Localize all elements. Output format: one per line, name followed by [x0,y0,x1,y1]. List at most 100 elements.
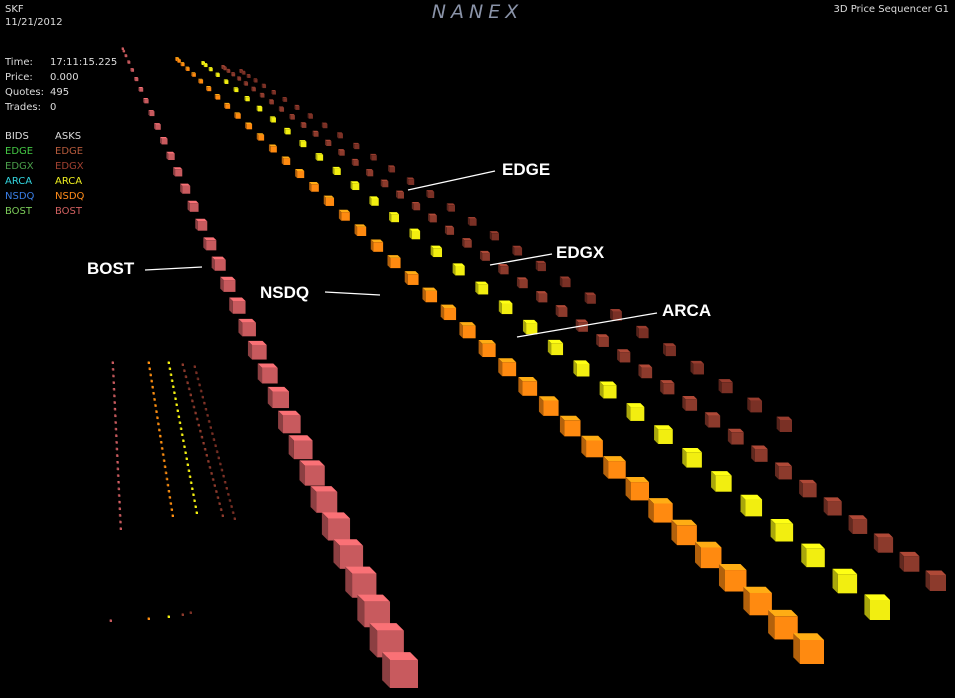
bost-cube [122,49,126,53]
arca-cube [332,166,341,175]
distant-cube [114,427,118,431]
distant-cube [111,361,114,364]
distant-cube [165,477,169,481]
edge-cube [236,76,242,81]
distant-cube [111,368,115,371]
distant-cube [119,527,122,530]
arca-cube [522,319,538,335]
distant-cube [167,615,170,618]
distant-cube [157,422,160,426]
arca-cube [626,403,645,421]
distant-cube [153,398,156,401]
edge-cube [682,396,698,411]
distant-cube [203,401,206,405]
arca-cube [215,72,220,77]
arca-cube [740,494,763,517]
distant-cube [204,408,208,411]
arca-cube [201,61,205,65]
edgx-cube [718,379,733,394]
distant-cube [228,499,232,502]
distant-cube [207,420,211,423]
distant-cube [219,508,223,511]
distant-cube [212,438,216,441]
arca-cube [244,96,250,102]
edge-cube [351,158,359,166]
edge-cube [575,319,588,332]
bost-cube [124,54,128,58]
edge-cube [727,428,744,445]
edgx-cube [636,325,649,339]
nsdq-cube [671,519,697,546]
edgx-cube [747,397,763,413]
distant-cube [171,514,174,517]
distant-cube [166,483,170,487]
distant-cube [167,489,171,493]
arca-cube [654,425,673,444]
edgx-cube [370,153,377,161]
legend-ask: ARCA [55,176,83,187]
distant-cube [190,487,194,490]
distant-cube [180,433,184,436]
distant-cube [114,434,118,438]
edgx-cube [282,97,288,102]
distant-cube [162,459,166,462]
distant-cube [163,465,167,469]
nsdq-cube [234,112,241,119]
edgx-cube [535,260,546,272]
arca-cube [475,281,489,295]
distant-cube [194,411,197,415]
stat-label: Trades: [5,102,41,113]
distant-cube [201,395,204,399]
legend-ask: NSDQ [55,191,85,202]
arca-cube [299,140,307,148]
bost-cube [247,340,267,360]
edge-cube [268,99,274,105]
bost-cube [211,256,226,271]
distant-cube [221,514,224,517]
edge-cube [411,201,421,211]
distant-cube [220,468,224,472]
distant-cube [186,463,190,466]
distant-cube [208,466,212,469]
edge-cube [660,380,675,395]
nsdq-cube [538,396,559,416]
distant-cube [205,454,208,457]
edge-cube [596,334,609,347]
arca-cube [452,263,465,276]
edge-cube [231,72,236,77]
stat-label: Time: [5,57,33,68]
edgx-cube [610,308,622,321]
edgx-cube [559,276,571,288]
stats-panel: Time:17:11:15.225 Price:0.000 Quotes:495… [5,55,117,115]
distant-cube [113,394,116,398]
bost-cube [220,276,236,292]
nsdq-cube [478,339,496,358]
arca-cube [350,181,360,191]
distant-cube [189,611,192,614]
nsdq-cube [648,498,673,523]
distant-cube [197,423,200,427]
edge-cube [278,106,285,112]
nsdq-cube [581,435,603,458]
distant-cube [215,490,218,493]
distant-cube [182,439,185,442]
edge-cube [251,86,256,92]
distant-cube [118,507,122,511]
bost-cube [345,566,377,598]
distant-cube [158,434,162,438]
arca-cube [682,447,702,468]
edgx-cube [253,78,258,83]
edgx-cube [690,360,704,375]
nsdq-cube [459,322,476,339]
edgx-cube [467,217,477,226]
distant-cube [195,511,198,514]
arca-cube [801,543,825,568]
bost-cube [127,60,131,64]
distant-cube [160,447,164,450]
distant-cube [217,456,220,460]
edge-cube [325,139,332,146]
bost-cube [180,183,191,194]
distant-cube [225,487,228,490]
